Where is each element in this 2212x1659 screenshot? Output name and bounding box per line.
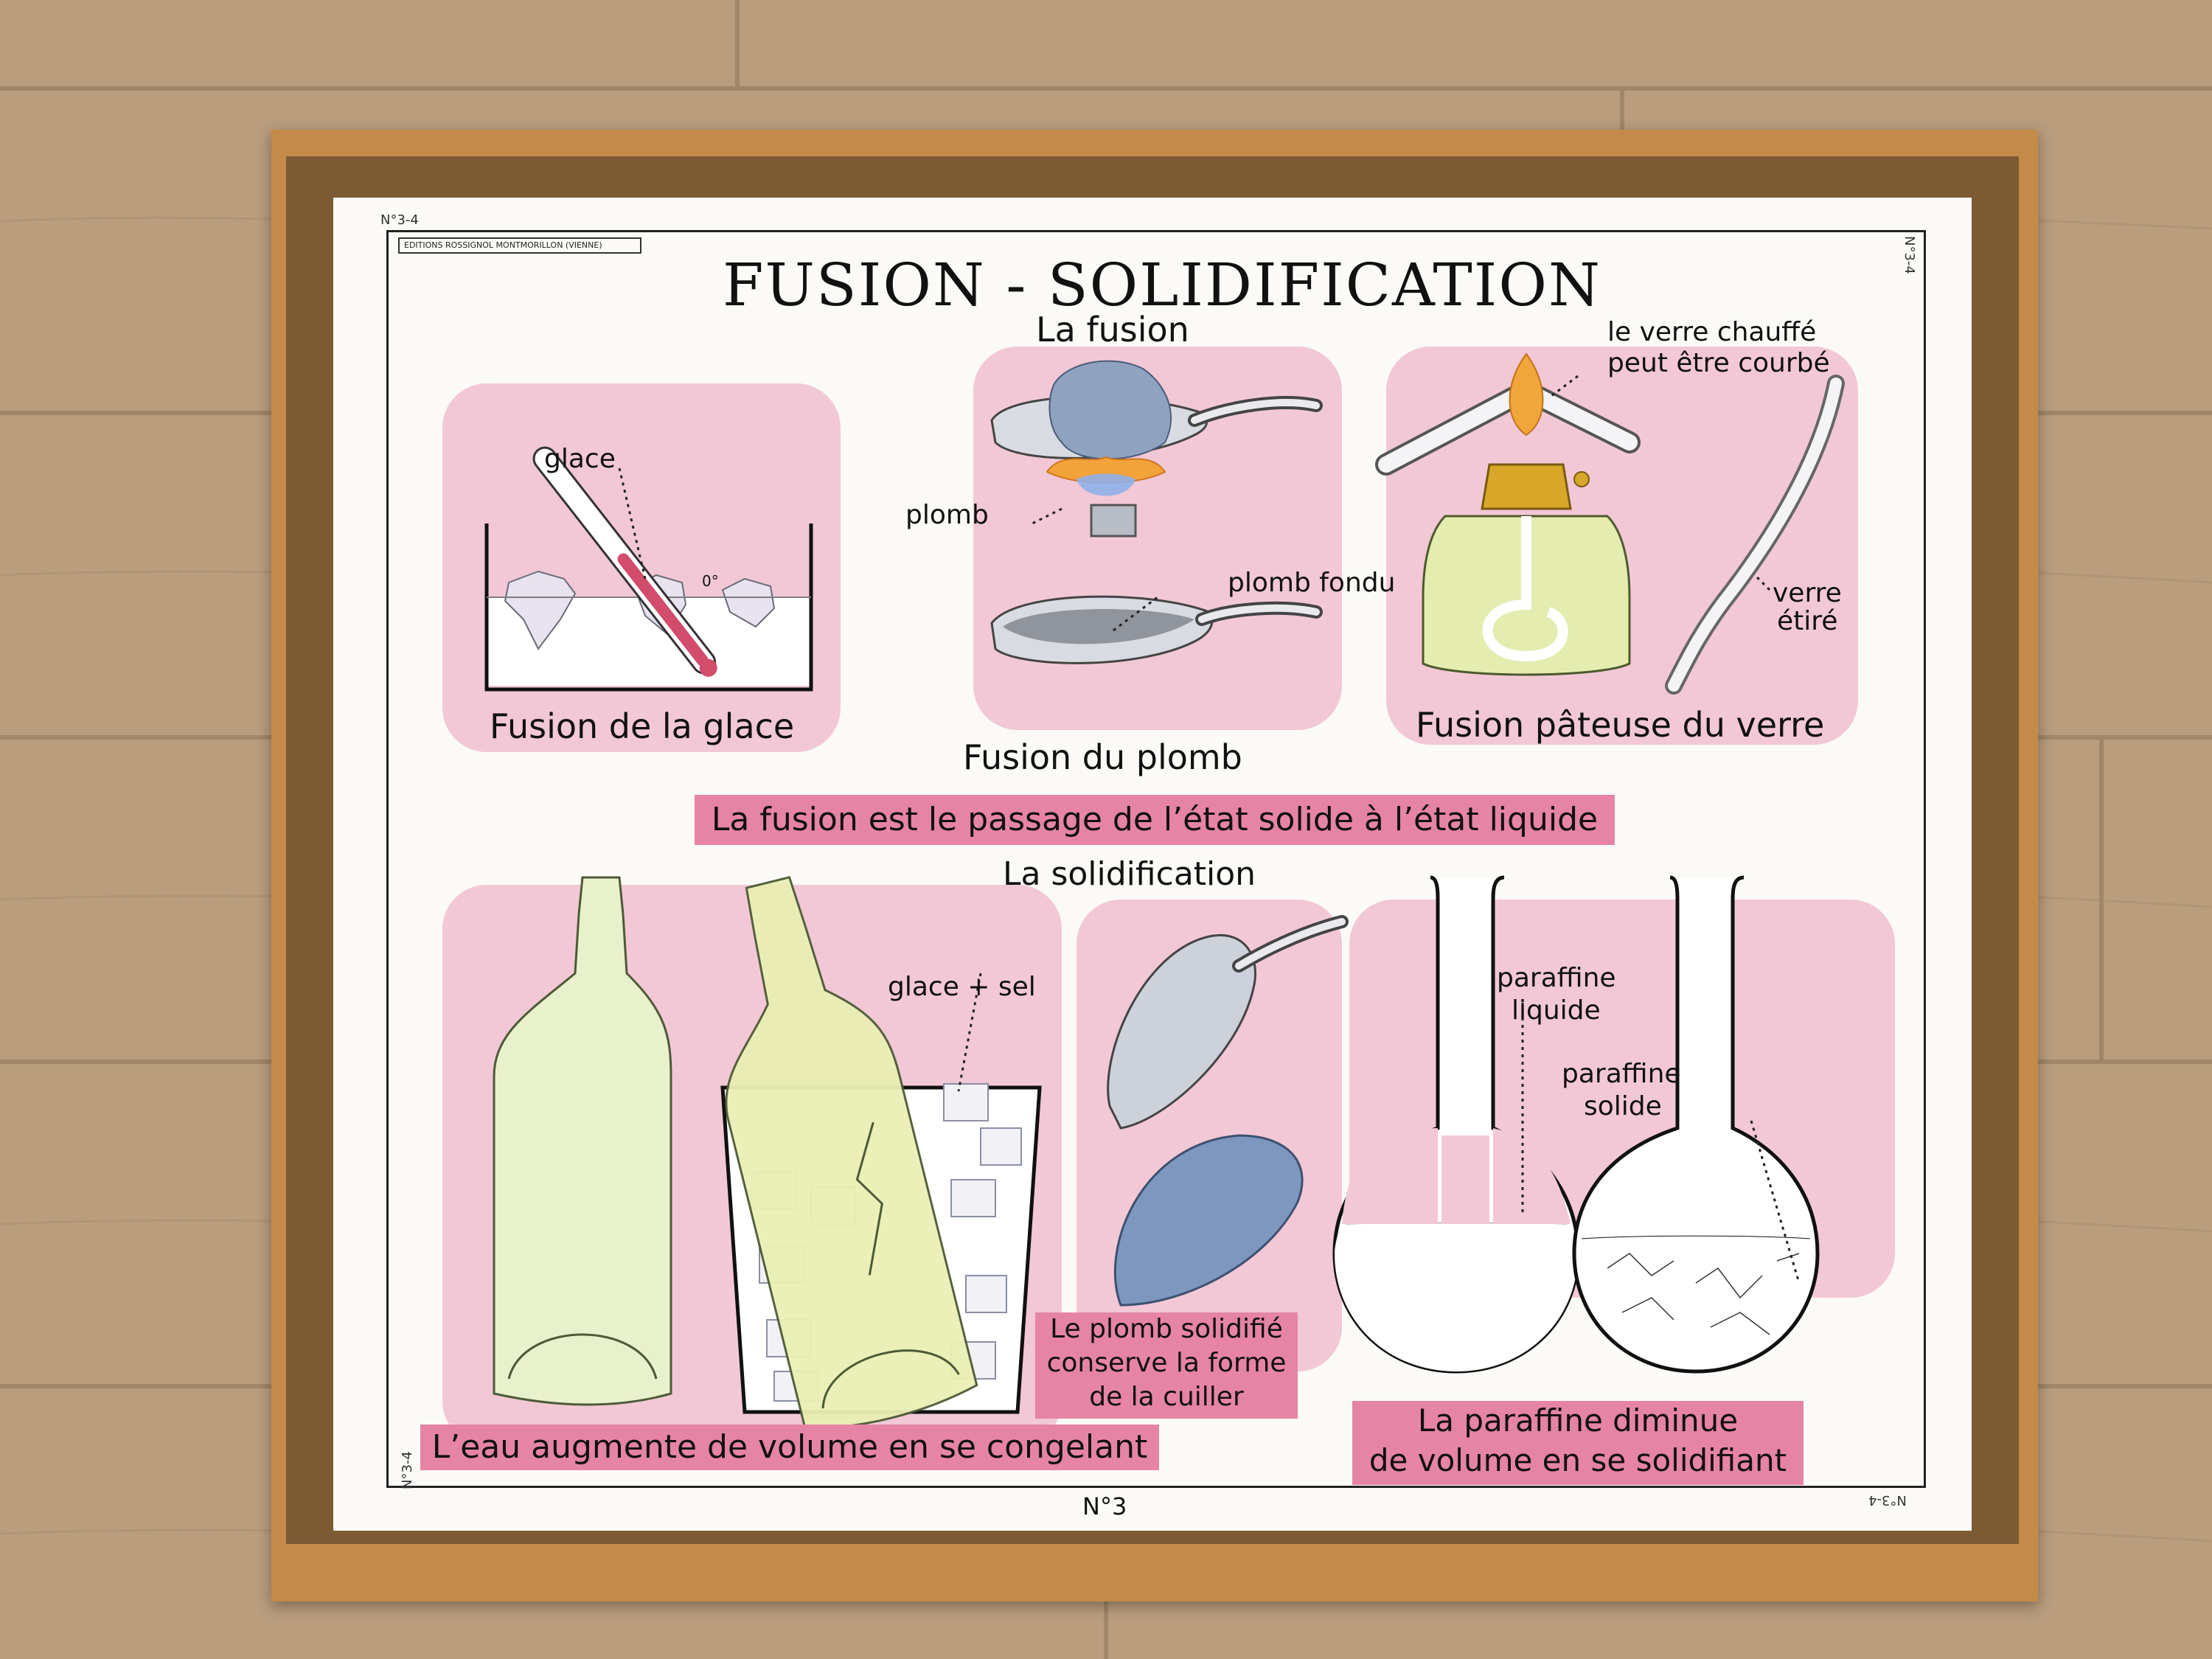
- publisher-label: EDITIONS ROSSIGNOL MONTMORILLON (VIENNE): [404, 240, 602, 250]
- solidified-lead-caption: Le plomb solidifié conserve la forme de …: [1035, 1312, 1298, 1419]
- solidified-lead-caption-line-3: de la cuiller: [1089, 1382, 1244, 1412]
- molten-lead-label: plomb fondu: [1228, 568, 1396, 598]
- code-top-right: N°3-4: [1902, 236, 1917, 274]
- ice-beaker-illustration: [484, 446, 813, 692]
- ice-caption: Fusion de la glace: [490, 706, 795, 746]
- glass-caption: Fusion pâteuse du verre: [1416, 705, 1825, 745]
- ice-degree-label: 0°: [702, 572, 719, 590]
- bottle-caption: L’eau augmente de volume en se congelant: [420, 1425, 1159, 1470]
- poster-border: [386, 230, 1926, 1488]
- fusion-heading: La fusion: [1036, 310, 1189, 349]
- code-bottom-left: N°3-4: [400, 1451, 415, 1489]
- ice-label: glace: [544, 444, 616, 474]
- bottle-illustration: [493, 875, 1042, 1430]
- paraffin-caption: La paraffine diminue de volume en se sol…: [1352, 1401, 1804, 1485]
- fusion-definition: La fusion est le passage de l’état solid…: [695, 795, 1615, 845]
- heated-glass-label-1: le verre chauffé: [1607, 317, 1817, 347]
- code-top-left: N°3-4: [380, 212, 419, 228]
- solid-paraffin-label-1: paraffine: [1562, 1059, 1681, 1089]
- liquid-paraffin-label-1: paraffine: [1497, 963, 1616, 993]
- drawn-glass-label-2: étiré: [1777, 606, 1838, 636]
- lead-spoon-illustration: [990, 360, 1323, 664]
- publisher-box: EDITIONS ROSSIGNOL MONTMORILLON (VIENNE): [398, 237, 641, 254]
- lead-label: plomb: [905, 500, 989, 530]
- liquid-paraffin-label-2: liquide: [1512, 995, 1601, 1026]
- paraffin-caption-line-1: La paraffine diminue: [1417, 1402, 1739, 1439]
- poster-number: N°3: [1082, 1492, 1127, 1520]
- solid-paraffin-label-2: solide: [1584, 1091, 1662, 1121]
- lead-caption: Fusion du plomb: [963, 737, 1242, 777]
- solidified-lead-caption-line-2: conserve la forme: [1046, 1348, 1287, 1378]
- glass-lamp-illustration: [1375, 352, 1845, 695]
- drawn-glass-label-1: verre: [1773, 578, 1842, 608]
- solidified-lead-illustration: [1107, 915, 1349, 1307]
- ice-salt-label: glace + sel: [888, 972, 1036, 1002]
- heated-glass-label-2: peut être courbé: [1607, 348, 1830, 378]
- paraffin-caption-line-2: de volume en se solidifiant: [1368, 1442, 1787, 1478]
- solidified-lead-caption-line-1: Le plomb solidifié: [1050, 1314, 1283, 1344]
- poster-title: FUSION - SOLIDIFICATION: [723, 251, 1601, 319]
- code-bottom-right: N°3-4: [1868, 1492, 1907, 1508]
- paraffin-flasks-illustration: [1332, 875, 1820, 1374]
- solidification-heading: La solidification: [1003, 855, 1256, 893]
